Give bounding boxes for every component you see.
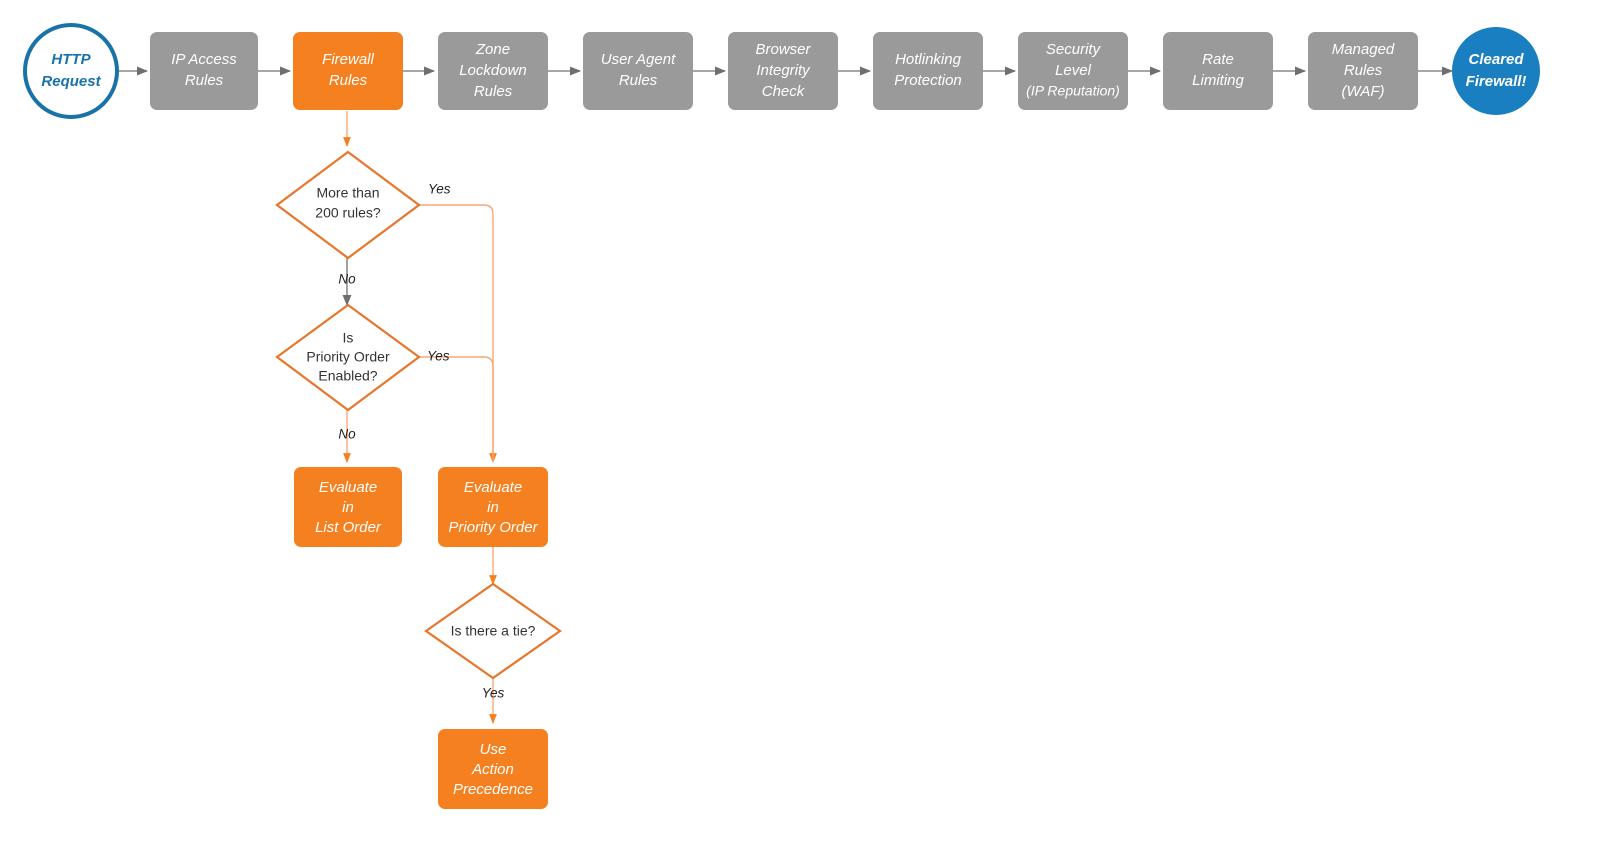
node-http-request[interactable]: HTTP Request <box>23 23 119 119</box>
evaluate-in-priority-order-label-line2: in <box>487 499 499 516</box>
http-request-label-line1: HTTP <box>51 51 91 68</box>
node-rate-limiting[interactable]: Rate Limiting <box>1163 32 1273 110</box>
node-browser-integrity-check[interactable]: Browser Integrity Check <box>728 32 838 110</box>
zone-lockdown-rules-label-line3: Rules <box>474 83 513 100</box>
edge-label-no-priority-order: No <box>338 427 356 442</box>
ip-access-rules-label-line1: IP Access <box>171 51 237 68</box>
browser-integrity-check-label-line1: Browser <box>755 41 811 58</box>
evaluate-in-list-order-label-line1: Evaluate <box>319 479 377 496</box>
node-use-action-precedence[interactable]: Use Action Precedence <box>438 729 548 809</box>
is-priority-order-enabled-label-line3: Enabled? <box>318 368 377 384</box>
zone-lockdown-rules-label-line2: Lockdown <box>459 62 527 79</box>
more-than-200-rules-label-line1: More than <box>316 185 379 201</box>
node-user-agent-rules[interactable]: User Agent Rules <box>583 32 693 110</box>
node-ip-access-rules[interactable]: IP Access Rules <box>150 32 258 110</box>
more-than-200-rules-diamond[interactable] <box>275 150 421 260</box>
is-there-a-tie-diamond[interactable] <box>424 582 562 680</box>
security-level-label-line2: Level <box>1055 62 1092 79</box>
use-action-precedence-label-line2: Action <box>471 761 514 778</box>
rate-limiting-label-line1: Rate <box>1202 51 1234 68</box>
node-evaluate-in-priority-order[interactable]: Evaluate in Priority Order <box>438 467 548 547</box>
managed-rules-waf-label-line2: Rules <box>1344 62 1383 79</box>
user-agent-rules-label-line2: Rules <box>619 72 658 89</box>
edge-label-no-more-than-200: No <box>338 272 356 287</box>
node-is-there-a-tie[interactable]: Is there a tie? <box>424 582 562 680</box>
security-level-box[interactable] <box>1018 32 1128 110</box>
node-firewall-rules[interactable]: Firewall Rules <box>293 32 403 110</box>
is-there-a-tie-label: Is there a tie? <box>451 623 536 639</box>
use-action-precedence-box[interactable] <box>438 729 548 809</box>
hotlinking-protection-label-line2: Protection <box>894 72 962 89</box>
evaluate-in-list-order-label-line2: in <box>342 499 354 516</box>
node-more-than-200-rules[interactable]: More than 200 rules? <box>275 150 421 260</box>
use-action-precedence-label-line1: Use <box>480 741 507 758</box>
evaluate-in-priority-order-label-line3: Priority Order <box>448 519 538 536</box>
http-request-label-line2: Request <box>41 73 101 90</box>
zone-lockdown-rules-label-line1: Zone <box>475 41 510 58</box>
rate-limiting-box[interactable] <box>1163 32 1273 110</box>
more-than-200-rules-label-line2: 200 rules? <box>315 205 381 221</box>
ip-access-rules-box[interactable] <box>150 32 258 110</box>
edge-label-yes-tie: Yes <box>482 686 505 701</box>
rate-limiting-label-line2: Limiting <box>1192 72 1244 89</box>
evaluate-in-priority-order-box[interactable] <box>438 467 548 547</box>
browser-integrity-check-box[interactable] <box>728 32 838 110</box>
node-cleared-firewall[interactable]: Cleared Firewall! <box>1452 27 1540 115</box>
edge-labels: Yes No Yes No Yes <box>338 182 504 701</box>
managed-rules-waf-box[interactable] <box>1308 32 1418 110</box>
zone-lockdown-rules-box[interactable] <box>438 32 548 110</box>
firewall-rules-label-line2: Rules <box>329 72 368 89</box>
managed-rules-waf-label-line1: Managed <box>1332 41 1395 58</box>
node-zone-lockdown-rules[interactable]: Zone Lockdown Rules <box>438 32 548 110</box>
use-action-precedence-label-line3: Precedence <box>453 781 533 798</box>
node-evaluate-in-list-order[interactable]: Evaluate in List Order <box>294 467 402 547</box>
cleared-firewall-label-line1: Cleared <box>1468 51 1524 68</box>
http-request-circle[interactable] <box>23 23 119 119</box>
evaluate-in-list-order-label-line3: List Order <box>315 519 382 536</box>
hotlinking-protection-label-line1: Hotlinking <box>895 51 962 68</box>
security-level-label-line1: Security <box>1046 41 1102 58</box>
evaluate-in-list-order-box[interactable] <box>294 467 402 547</box>
cleared-firewall-circle[interactable] <box>1452 27 1540 115</box>
is-priority-order-enabled-label-line2: Priority Order <box>306 349 390 365</box>
browser-integrity-check-label-line2: Integrity <box>756 62 811 79</box>
managed-rules-waf-label-line3: (WAF) <box>1341 83 1384 100</box>
connector-more-than-200-yes <box>419 204 497 463</box>
cleared-firewall-label-line2: Firewall! <box>1466 73 1527 90</box>
ip-access-rules-label-line2: Rules <box>185 72 224 89</box>
hotlinking-protection-box[interactable] <box>873 32 983 110</box>
user-agent-rules-box[interactable] <box>583 32 693 110</box>
node-security-level[interactable]: Security Level (IP Reputation) <box>1018 32 1128 110</box>
user-agent-rules-label-line1: User Agent <box>601 51 676 68</box>
node-hotlinking-protection[interactable]: Hotlinking Protection <box>873 32 983 110</box>
firewall-rules-box[interactable] <box>293 32 403 110</box>
connector-priority-order-yes <box>419 356 494 462</box>
node-is-priority-order-enabled[interactable]: Is Priority Order Enabled? <box>275 303 421 412</box>
security-level-label-line3: (IP Reputation) <box>1026 83 1120 99</box>
firewall-rules-label-line1: Firewall <box>322 51 374 68</box>
decision-connectors: right, down to Evaluate in Priority Orde… <box>342 111 497 724</box>
edge-label-yes-priority-order: Yes <box>427 349 450 364</box>
is-priority-order-enabled-label-line1: Is <box>343 330 354 346</box>
edge-label-yes-more-than-200: Yes <box>428 182 451 197</box>
is-priority-order-enabled-diamond[interactable] <box>275 303 421 412</box>
evaluate-in-priority-order-label-line1: Evaluate <box>464 479 522 496</box>
node-managed-rules-waf[interactable]: Managed Rules (WAF) <box>1308 32 1418 110</box>
browser-integrity-check-label-line3: Check <box>762 83 806 100</box>
